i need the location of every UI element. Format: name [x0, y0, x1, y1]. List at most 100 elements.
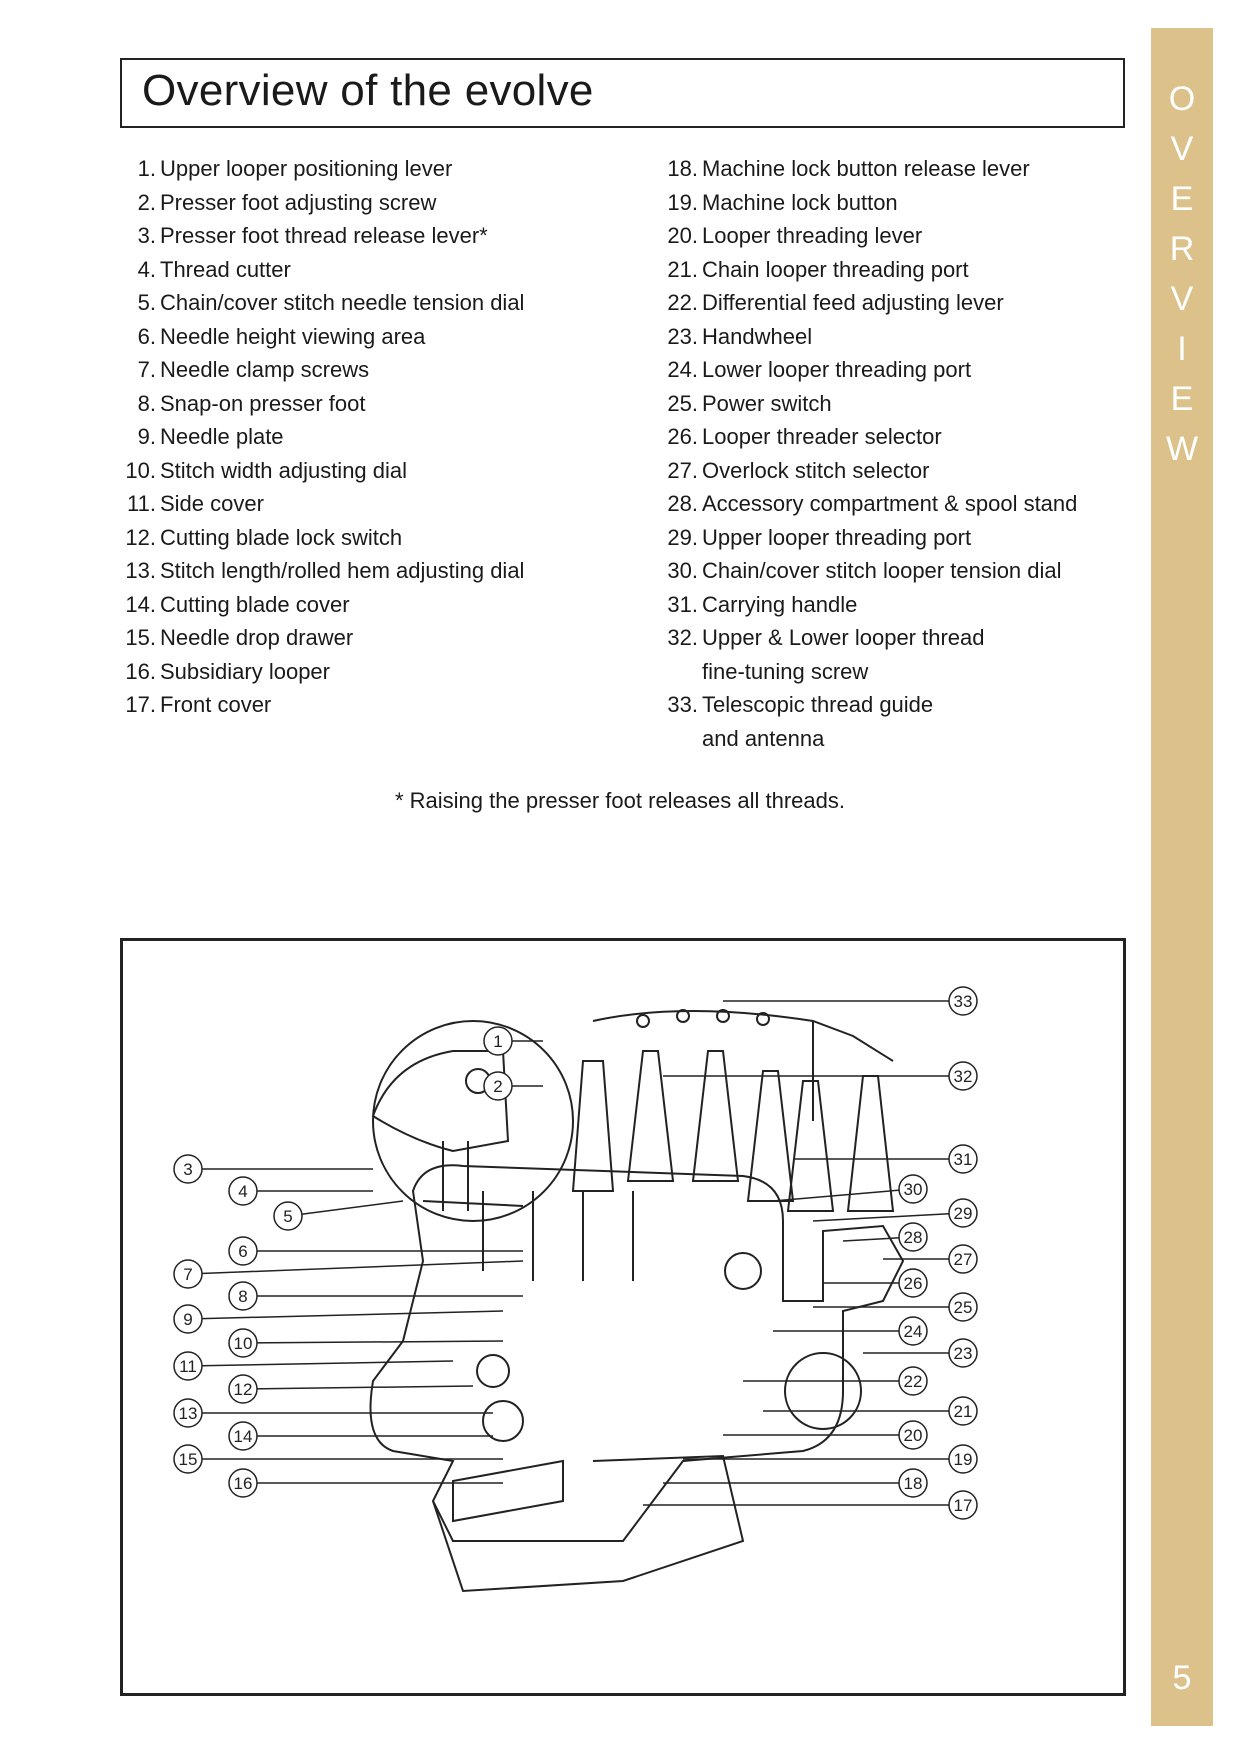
part-label: Side cover [160, 491, 264, 516]
part-label: Needle plate [160, 424, 284, 449]
callout-number: 31 [954, 1150, 973, 1169]
part-list-item: 24.Lower looper threading port [660, 353, 1140, 387]
callout-circle [898, 1420, 928, 1450]
part-number: 29. [667, 524, 698, 550]
side-letter: V [1170, 130, 1194, 168]
part-number: 15. [125, 625, 156, 650]
callout-number: 6 [238, 1242, 247, 1261]
part-list-item: 17.Front cover [118, 688, 638, 722]
callout-number: 1 [493, 1032, 502, 1051]
side-letter: E [1170, 380, 1194, 418]
machine-body [369, 1164, 905, 1542]
callout-circle [173, 1398, 203, 1428]
part-list-item: 26.Looper threader selector [660, 420, 1140, 454]
callout-number: 9 [183, 1310, 192, 1329]
callout-circle [948, 1061, 978, 1091]
part-list-item: 22.Differential feed adjusting lever [660, 286, 1140, 320]
callout-circle [173, 1304, 203, 1334]
part-list-item: 10.Stitch width adjusting dial [118, 454, 638, 488]
part-label-continued: and antenna [702, 725, 825, 751]
callout-number: 24 [904, 1322, 923, 1341]
part-label: Chain/cover stitch needle tension dial [160, 290, 525, 315]
side-letter: V [1170, 280, 1194, 318]
callout-group: 1234567891011121314151633323130292827262… [173, 986, 978, 1520]
side-tab-letters: O V E R V I E W [1151, 74, 1213, 474]
part-list-item: 30.Chain/cover stitch looper tension dia… [660, 554, 1140, 588]
part-list-item: 13.Stitch length/rolled hem adjusting di… [118, 554, 638, 588]
part-number: 32. [667, 625, 698, 650]
part-list-item: 16.Subsidiary looper [118, 655, 638, 689]
callout-number: 20 [904, 1426, 923, 1445]
callout-circle [173, 1444, 203, 1474]
callout-number: 11 [179, 1357, 197, 1376]
part-list-item: 29.Upper looper threading port [660, 521, 1140, 555]
part-label: Looper threading lever [702, 223, 923, 248]
part-list-item: 8.Snap-on presser foot [118, 387, 638, 421]
part-number: 7. [137, 357, 156, 382]
part-list-item: 9.Needle plate [118, 420, 638, 454]
callout-leader [187, 1360, 454, 1367]
part-list-item: 20.Looper threading lever [660, 219, 1140, 253]
callout-circle [228, 1281, 258, 1311]
callout-number: 32 [954, 1067, 973, 1086]
callout-number: 16 [234, 1474, 253, 1493]
presser-foot-inset-circle [372, 1020, 574, 1222]
side-letter: O [1168, 80, 1196, 118]
callout-leader [187, 1310, 504, 1320]
callout-circle [483, 1026, 513, 1056]
serger-illustration: 1234567891011121314151633323130292827262… [173, 986, 978, 1593]
part-label: Carrying handle [702, 591, 858, 617]
callout-circle [898, 1316, 928, 1346]
part-number: 26. [667, 424, 698, 449]
part-label: Machine lock button release lever [702, 156, 1030, 181]
title-box: Overview of the evolve [120, 58, 1125, 128]
callout-circle [948, 1490, 978, 1520]
part-label: Machine lock button [702, 189, 898, 215]
callout-circle [228, 1328, 258, 1358]
part-label: Needle height viewing area [160, 323, 426, 349]
part-number: 23. [667, 323, 698, 349]
part-number: 4. [137, 256, 156, 282]
callout-circle [948, 1198, 978, 1228]
part-label: Upper looper positioning lever [160, 156, 453, 181]
part-list-item: 14.Cutting blade cover [118, 588, 638, 622]
part-number: 33. [667, 692, 698, 717]
part-label: Cutting blade lock switch [160, 524, 403, 550]
part-number: 16. [125, 658, 156, 684]
callout-number: 12 [234, 1380, 253, 1399]
callout-number: 8 [238, 1287, 247, 1306]
part-label: Overlock stitch selector [702, 457, 930, 483]
side-letter: W [1165, 430, 1199, 468]
callout-circle [228, 1468, 258, 1498]
part-label: Subsidiary looper [160, 658, 330, 684]
callout-number: 18 [904, 1474, 923, 1493]
part-number: 14. [125, 591, 156, 617]
callout-circle [228, 1374, 258, 1404]
callout-leader [812, 1212, 964, 1222]
part-number: 17. [125, 692, 156, 717]
part-list-item: 11.Side cover [118, 487, 638, 521]
callout-number: 23 [954, 1344, 973, 1363]
callout-circle [948, 1396, 978, 1426]
callout-number: 13 [179, 1404, 198, 1423]
part-list-item: 27.Overlock stitch selector [660, 454, 1140, 488]
part-list-item: 19.Machine lock button [660, 186, 1140, 220]
part-label-continued: fine-tuning screw [702, 658, 869, 684]
part-list-item: 23.Handwheel [660, 320, 1140, 354]
callout-circle [173, 1259, 203, 1289]
part-list-item: 6.Needle height viewing area [118, 320, 638, 354]
callout-circle [898, 1174, 928, 1204]
callout-circle [948, 1444, 978, 1474]
side-letter: R [1169, 230, 1195, 268]
part-number: 30. [667, 558, 698, 583]
part-label: Cutting blade cover [160, 591, 350, 617]
side-tab: O V E R V I E W 5 [1151, 28, 1213, 1726]
part-list-item: 31.Carrying handle [660, 588, 1140, 622]
part-number: 22. [667, 290, 698, 315]
callout-number: 30 [904, 1180, 923, 1199]
part-label: Looper threader selector [702, 424, 942, 449]
part-label: Thread cutter [160, 256, 291, 282]
callout-circle [948, 1144, 978, 1174]
handwheel [784, 1352, 862, 1430]
